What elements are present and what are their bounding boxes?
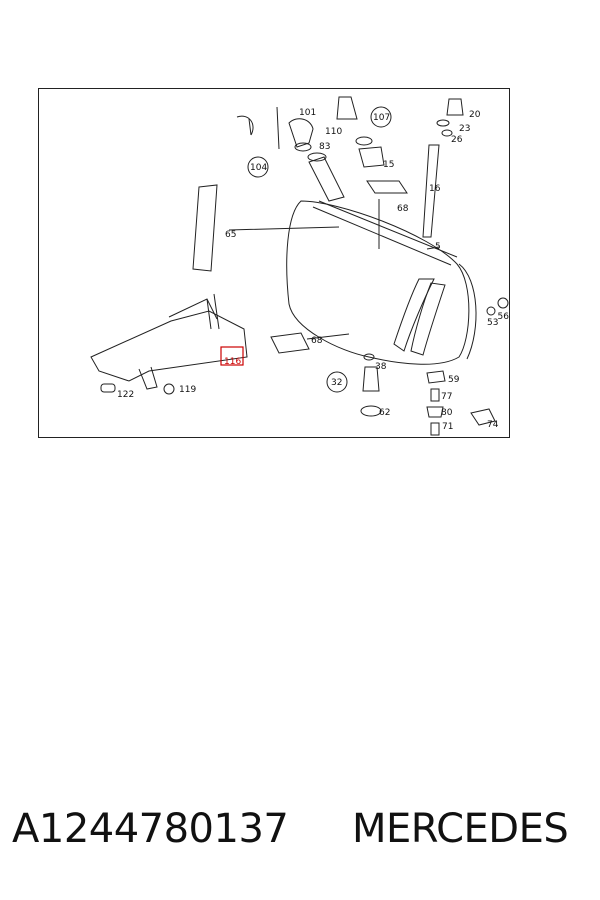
callout-label: 38 bbox=[375, 362, 387, 372]
pad-top bbox=[366, 180, 408, 194]
callout-label: 15 bbox=[383, 160, 394, 170]
callout-label: 68 bbox=[397, 204, 409, 214]
callout-label: 71 bbox=[442, 422, 453, 432]
callout-label: 101 bbox=[299, 108, 316, 118]
callout-label: 83 bbox=[319, 142, 330, 152]
callout-label-highlighted: 116 bbox=[224, 357, 241, 367]
callout-label: 80 bbox=[441, 408, 453, 418]
callout-label: 68 bbox=[311, 336, 323, 346]
callout-label: 104 bbox=[250, 163, 267, 173]
callout-label: 5 bbox=[435, 242, 441, 252]
caption: A1244780137 MERCEDES bbox=[0, 800, 600, 860]
callout-label: 20 bbox=[469, 110, 481, 120]
strap bbox=[192, 184, 218, 272]
callout-labels: 101 107 110 83 104 15 20 23 26 16 68 65 … bbox=[117, 108, 509, 432]
parts-diagram: 101 107 110 83 104 15 20 23 26 16 68 65 … bbox=[38, 88, 510, 438]
callout-label: 32 bbox=[331, 378, 342, 388]
callout-label: 110 bbox=[325, 127, 342, 137]
bracket-assembly bbox=[90, 310, 248, 382]
callout-label: 59 bbox=[448, 375, 460, 385]
callout-label: 53 bbox=[487, 318, 498, 328]
callout-label: 16 bbox=[429, 184, 441, 194]
brand-name: MERCEDES bbox=[352, 806, 569, 852]
callout-label: 65 bbox=[225, 230, 236, 240]
callout-label: 62 bbox=[379, 408, 390, 418]
callout-circle-107 bbox=[370, 106, 392, 128]
filler-neck bbox=[308, 156, 345, 202]
callout-circle-32 bbox=[326, 371, 348, 393]
callout-label: 122 bbox=[117, 390, 134, 400]
highlight-box-116 bbox=[220, 346, 244, 366]
callout-label: 56 bbox=[498, 312, 510, 322]
parts-diagram-drawing: 101 107 110 83 104 15 20 23 26 16 68 65 … bbox=[90, 96, 509, 436]
callout-label: 77 bbox=[441, 392, 452, 402]
callout-label: 119 bbox=[179, 385, 196, 395]
pad-lower bbox=[270, 332, 310, 354]
callout-label: 23 bbox=[459, 124, 470, 134]
callout-label: 107 bbox=[373, 113, 390, 123]
callout-label: 74 bbox=[487, 420, 499, 430]
part-number: A1244780137 bbox=[12, 806, 289, 852]
callout-circle-104 bbox=[247, 156, 269, 178]
fuel-tank-body bbox=[286, 200, 470, 365]
callout-label: 26 bbox=[451, 135, 463, 145]
